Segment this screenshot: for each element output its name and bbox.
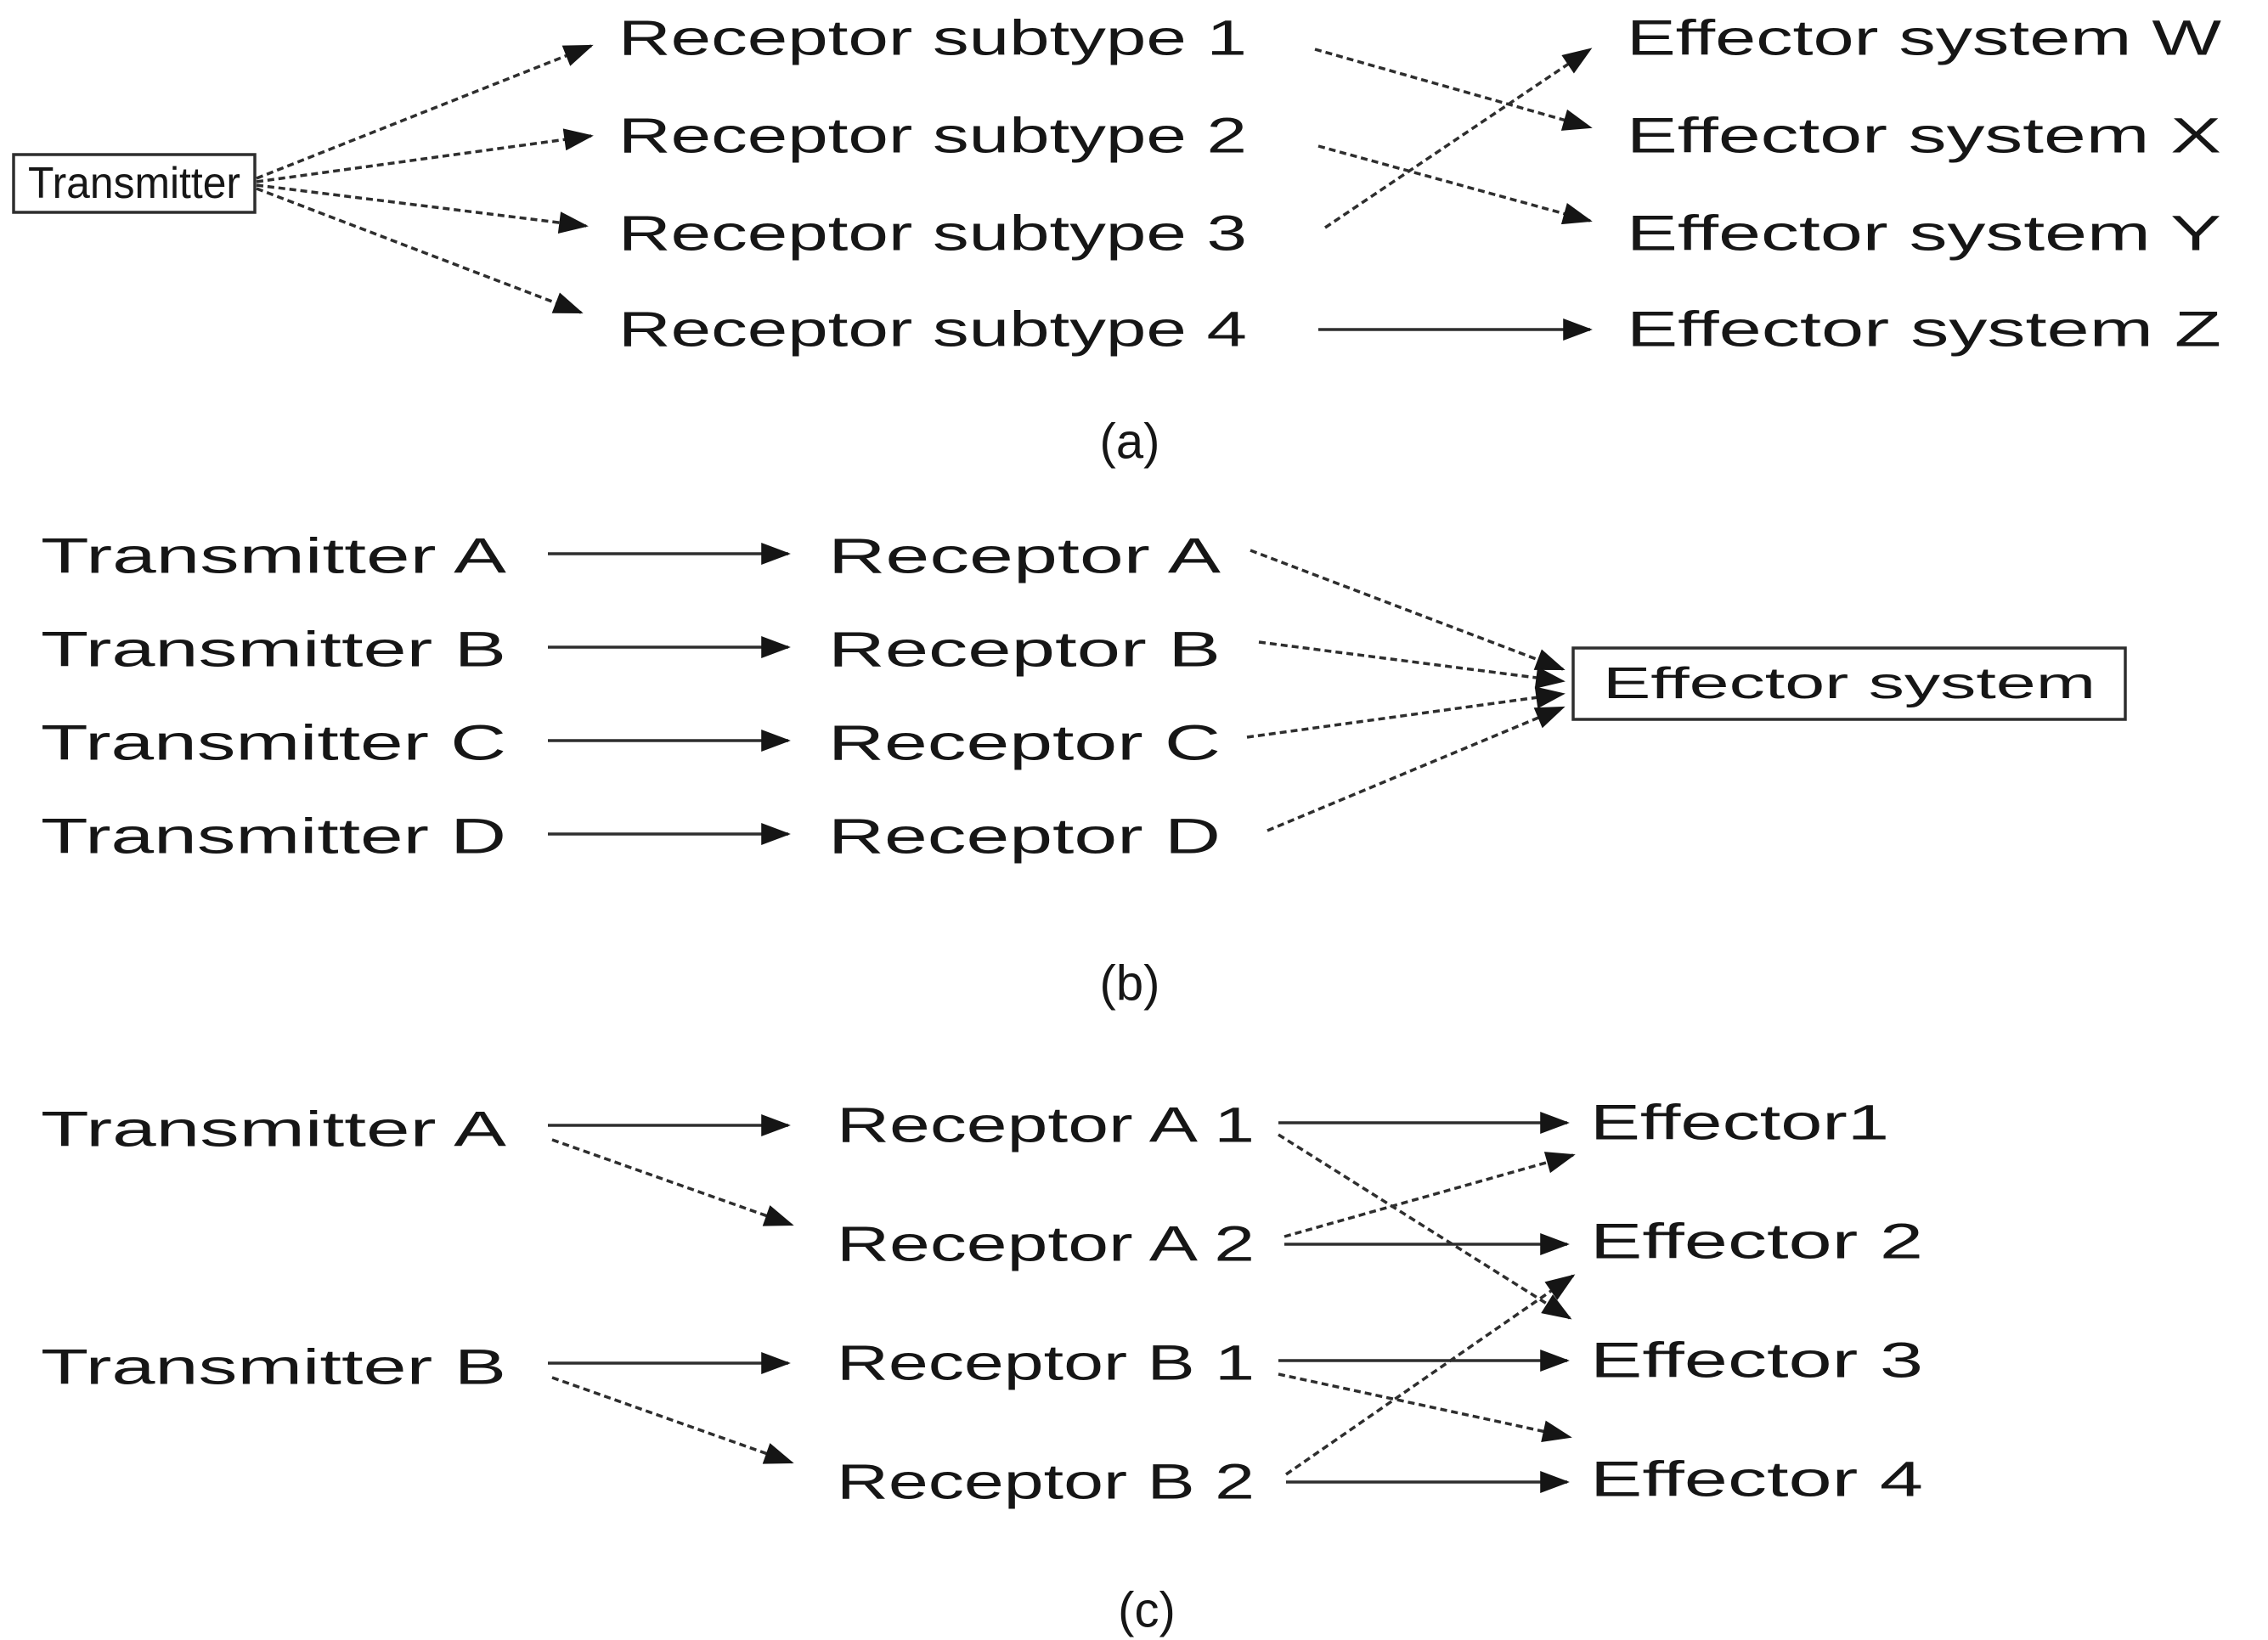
panel-b-label: (b) [1100,956,1160,1012]
panel-c: Transmitter A Transmitter B Receptor A 1… [41,1096,1923,1638]
transmitter-box [12,153,257,214]
a-receptor-subtype-4: Receptor subtype 4 [618,302,1247,358]
effector-system-box-label: Effector system [1603,659,2096,708]
b-receptor-c: Receptor C [828,716,1221,771]
c-effector-2: Effector 2 [1590,1215,1923,1270]
panel-a: Transmitter Receptor subtype 1 Receptor … [12,11,2221,470]
c-arrow-receptorB1-to-effector4 [1278,1372,1572,1443]
transmitter-box-label: Transmitter [28,159,240,208]
b-transmitter-d: Transmitter D [41,809,506,865]
a-effector-system-y: Effector system Y [1627,206,2221,262]
a-arrow-transmitter-to-subtype-2 [256,128,594,183]
c-receptor-b1: Receptor B 1 [837,1336,1255,1391]
a-arrow-transmitter-to-subtype-1 [256,44,594,180]
c-arrow-receptorA2-to-effector1 [1284,1152,1576,1238]
panel-c-label: (c) [1118,1583,1176,1638]
b-arrow-receptorC-to-effector [1246,686,1566,739]
c-effector-1: Effector1 [1590,1096,1889,1151]
c-arrow-receptorA1-to-effector3 [1278,1133,1572,1320]
b-transmitter-c: Transmitter C [41,716,506,771]
b-receptor-d: Receptor D [828,809,1221,865]
a-arrow-subtype2-to-effector-y [1317,144,1593,225]
c-arrow-transmitterA-to-receptorA2 [551,1138,794,1226]
a-receptor-subtype-3: Receptor subtype 3 [618,206,1247,262]
c-transmitter-b: Transmitter B [41,1340,506,1395]
a-arrow-transmitter-to-subtype-4 [256,187,584,314]
c-effector-4: Effector 4 [1590,1452,1923,1508]
c-receptor-a2: Receptor A 2 [837,1217,1255,1272]
c-arrow-transmitterB-to-receptorB2 [551,1376,794,1464]
b-arrow-receptorD-to-effector [1267,706,1566,832]
b-transmitter-a: Transmitter A [41,529,506,584]
c-transmitter-a: Transmitter A [41,1102,506,1158]
panel-a-label: (a) [1100,414,1160,470]
b-arrow-receptorB-to-effector [1258,640,1566,689]
a-effector-system-x: Effector system X [1627,109,2221,164]
a-arrow-subtype3-to-effector-w [1324,48,1593,229]
effector-system-box [1571,646,2127,721]
a-arrow-transmitter-to-subtype-3 [256,183,589,234]
a-effector-system-w: Effector system W [1627,11,2221,66]
c-arrow-receptorB2-to-effector2 [1285,1274,1576,1476]
b-transmitter-b: Transmitter B [41,623,506,678]
a-receptor-subtype-2: Receptor subtype 2 [618,109,1247,164]
b-arrow-receptorA-to-effector [1250,549,1566,671]
a-arrow-subtype1-to-effector-x [1314,48,1593,131]
b-receptor-b: Receptor B [828,623,1221,678]
a-receptor-subtype-1: Receptor subtype 1 [618,11,1247,66]
c-effector-3: Effector 3 [1590,1333,1923,1389]
panel-b: Transmitter A Transmitter B Transmitter … [41,529,2127,1012]
c-receptor-b2: Receptor B 2 [837,1455,1255,1510]
b-receptor-a: Receptor A [828,529,1221,584]
a-effector-system-z: Effector system Z [1627,302,2221,358]
c-receptor-a1: Receptor A 1 [837,1098,1255,1153]
